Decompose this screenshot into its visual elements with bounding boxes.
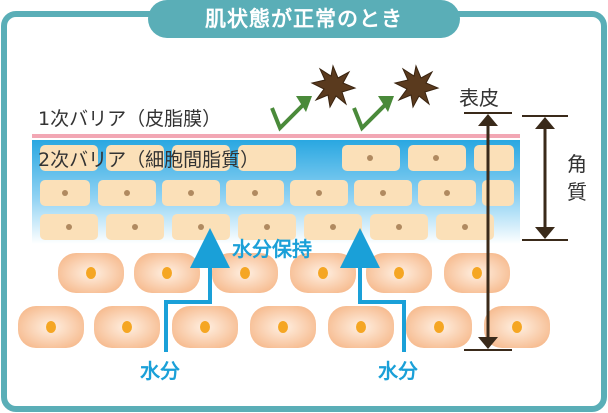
- corneocyte-row-3: [40, 214, 494, 240]
- sebum-film: [32, 134, 520, 138]
- stratum-corneum-label: 角質: [567, 152, 587, 204]
- deflect-arrow-icon: [270, 96, 312, 132]
- living-cell-row-1: [58, 253, 510, 293]
- deflect-arrow-icon: [352, 96, 394, 132]
- diagram-title: 肌状態が正常のとき: [205, 7, 403, 31]
- water-label-left: 水分: [140, 359, 180, 383]
- water-arrow-left: [164, 228, 230, 352]
- secondary-barrier-label: 2次バリア（細胞間脂質）: [38, 149, 260, 171]
- spiky-irritant-icon: [310, 64, 357, 109]
- spiky-irritant-icon: [393, 64, 440, 109]
- primary-barrier-label: 1次バリア（皮脂膜）: [38, 108, 222, 130]
- living-cell-rows: [18, 253, 550, 348]
- corneocyte-row-1: [40, 145, 514, 171]
- epidermis-dimension: [464, 112, 512, 351]
- living-cell-row-2: [18, 306, 550, 348]
- water-arrow-right: [340, 228, 406, 352]
- water-retention-label: 水分保持: [232, 237, 312, 261]
- water-label-right: 水分: [378, 359, 418, 383]
- epidermis-label: 表皮: [459, 86, 499, 110]
- corneocyte-rows: [40, 145, 514, 240]
- title-pill: [148, 0, 460, 38]
- stratum-corneum-dimension: [522, 115, 568, 241]
- corneocyte-row-2: [40, 180, 514, 206]
